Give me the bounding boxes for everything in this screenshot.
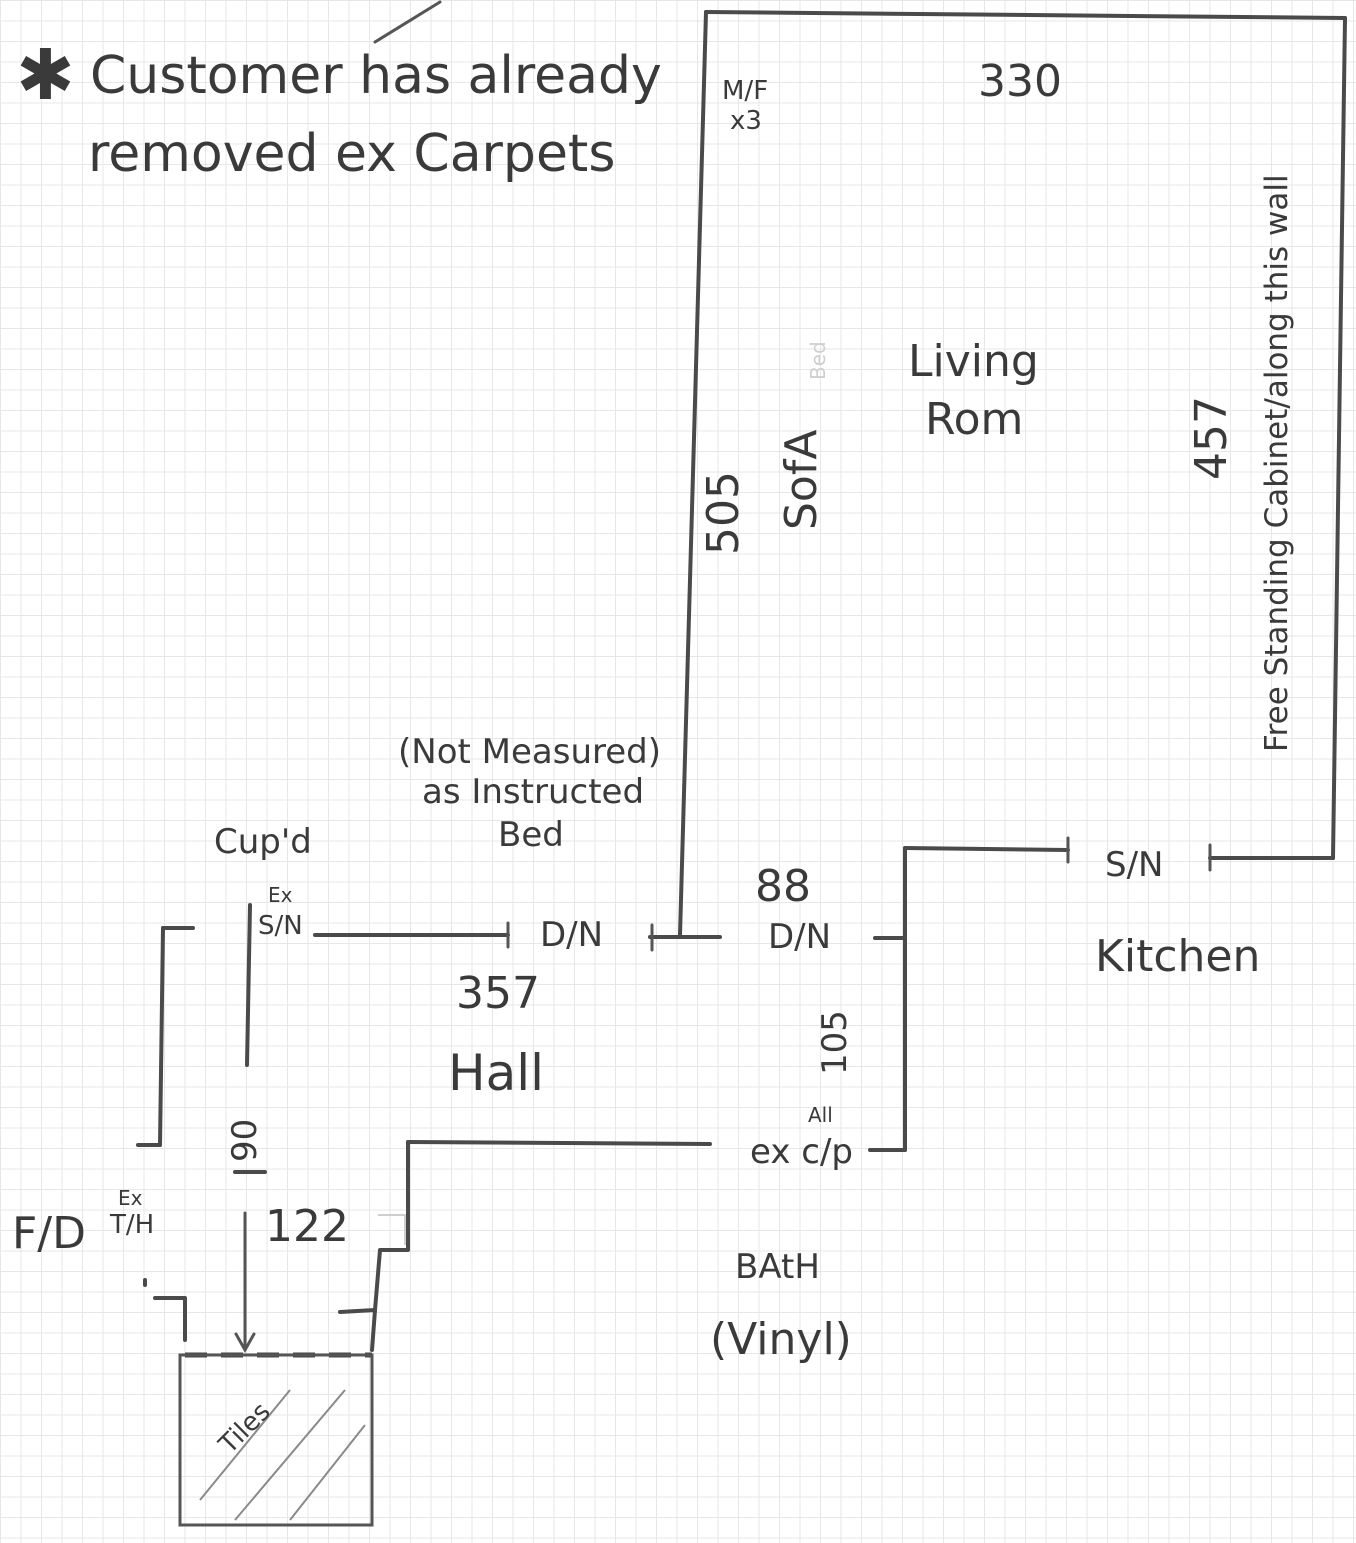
sofa-label: SofA	[776, 429, 827, 530]
bed-note-line-3: Bed	[498, 815, 564, 855]
hall-lower-left-wall	[370, 1308, 377, 1352]
kitchen-top-wall	[903, 846, 1070, 852]
hall-label: Hall	[448, 1044, 545, 1102]
bed-door-label: D/N	[540, 915, 604, 955]
sofa-bed-faint: Bed	[806, 341, 830, 380]
bed-note-line-2: as Instructed	[422, 772, 645, 812]
bath-vinyl-label: (Vinyl)	[710, 1314, 852, 1365]
dim-122: 122	[265, 1201, 349, 1252]
mf-label: M/F	[722, 76, 769, 106]
living-room-right-wall	[1331, 16, 1347, 860]
living-room-label-2: Rom	[925, 394, 1024, 445]
hall-width-center-dim: 88	[755, 861, 811, 912]
all-label: All	[808, 1103, 833, 1127]
living-door-label: D/N	[768, 917, 832, 957]
cupboard-sn-label: S/N	[258, 911, 303, 941]
dim-90: 90	[225, 1118, 265, 1162]
cupboard-ex-label: Ex	[268, 883, 293, 907]
hall-bottom-wall	[406, 1140, 712, 1146]
threshold-ex-label: Ex	[118, 1186, 143, 1210]
bed-note-line-1: (Not Measured)	[398, 732, 661, 772]
tiles-hatch	[199, 1389, 366, 1521]
front-door-step	[153, 1296, 187, 1342]
kitchen-door-label: S/N	[1105, 845, 1164, 885]
stray-pen-stroke	[373, 0, 442, 44]
note-line-2: removed ex Carpets	[88, 124, 616, 184]
living-length-left: 505	[698, 471, 749, 555]
cupboard-right-wall	[245, 903, 252, 1067]
hall-bottom-step	[338, 1140, 410, 1314]
hall-length-dim: 357	[456, 968, 540, 1019]
cupboard-label: Cup'd	[214, 822, 312, 862]
cabinet-note: Free Standing Cabinet/along this wall	[1259, 174, 1295, 752]
front-door-label: F/D	[12, 1208, 87, 1259]
kitchen-label: Kitchen	[1095, 931, 1261, 982]
faint-mark	[378, 1214, 406, 1245]
tiles-box	[178, 1353, 374, 1527]
hall-right-dim: 105	[815, 1010, 855, 1075]
threshold-th-label: T/H	[110, 1210, 155, 1240]
ex-cp-label: ex c/p	[750, 1132, 853, 1172]
living-room-label-1: Living	[908, 336, 1039, 387]
living-room-top-wall	[704, 10, 1347, 20]
living-room-left-wall	[678, 10, 708, 937]
bath-label: BAtH	[735, 1247, 820, 1287]
living-length-right: 457	[1186, 396, 1237, 480]
mf-count: x3	[730, 106, 762, 136]
dim-122-arrow	[234, 1211, 256, 1354]
note-line-1: Customer has already	[90, 46, 662, 106]
cupboard-left-wall	[158, 926, 165, 1147]
star-mark: ✱	[16, 34, 75, 116]
living-width-dim: 330	[978, 56, 1062, 107]
